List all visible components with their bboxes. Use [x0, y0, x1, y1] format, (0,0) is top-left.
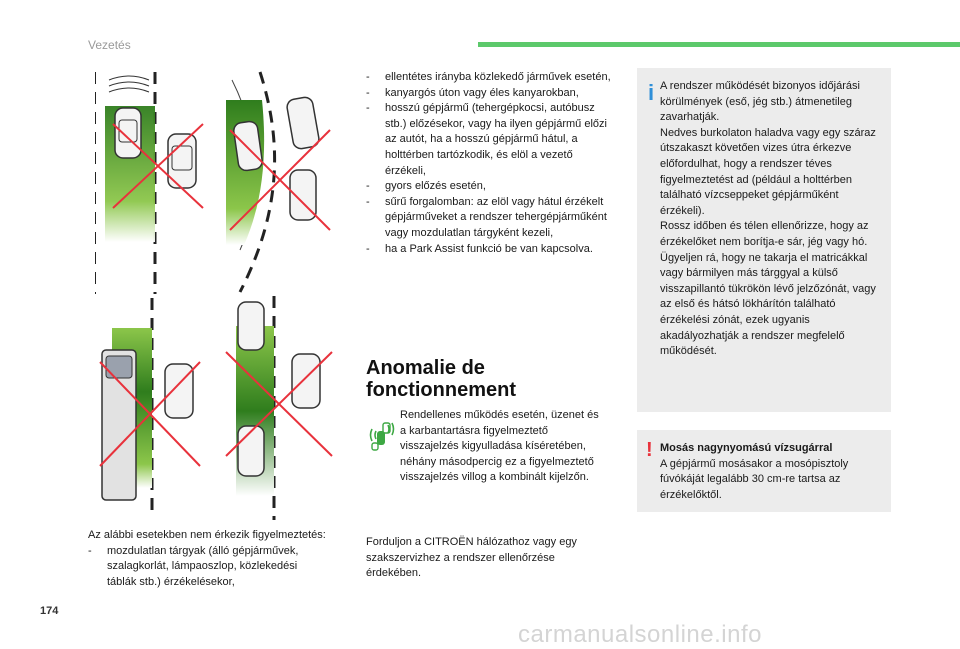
- watermark: carmanualsonline.info: [518, 621, 762, 648]
- car-sensor-diagram-curve: [226, 71, 331, 293]
- caution-content: Mosás nagynyomású vízsugárral A gépjármű…: [660, 441, 885, 503]
- column1-intro: Az alábbi esetekben nem érkezik figyelme…: [88, 529, 326, 541]
- list-item: -ellentétes irányba közlekedő járművek e…: [366, 71, 611, 83]
- blind-spot-warning-icon: [369, 422, 395, 451]
- section-heading: Anomalie de fonctionnement: [366, 357, 516, 401]
- list-item: -mozdulatlan tárgyak (álló gépjárművek, …: [88, 544, 299, 588]
- caution-icon: !: [646, 439, 653, 461]
- list-item: -gyors előzés esetén,: [366, 180, 486, 193]
- column2-list: -ellentétes irányba közlekedő járművek e…: [366, 70, 614, 257]
- caution-text: A gépjármű mosásakor a mosópisztoly fúvó…: [660, 457, 849, 501]
- car-sensor-diagram-straight: [95, 72, 204, 294]
- list-item: -sűrű forgalomban: az elöl vagy hátul ér…: [366, 195, 607, 239]
- list-item: -hosszú gépjármű (tehergépkocsi, autóbus…: [366, 102, 607, 177]
- info-icon: i: [648, 80, 654, 105]
- section-title: Vezetés: [88, 38, 131, 52]
- info-box: [637, 68, 891, 412]
- column1-text: Az alábbi esetekben nem érkezik figyelme…: [88, 528, 328, 590]
- list-item: -ha a Park Assist funkció be van kapcsol…: [366, 242, 593, 255]
- header-accent-bar: [478, 42, 960, 47]
- list-item: -kanyargós úton vagy éles kanyarokban,: [366, 86, 579, 99]
- warning-description: Rendellenes működés esetén, üzenet és a …: [400, 409, 599, 484]
- caution-title: Mosás nagynyomású vízsugárral: [660, 442, 833, 454]
- caution-box: [637, 430, 891, 512]
- car-sensor-diagram-traffic: [225, 296, 333, 520]
- car-sensor-diagram-truck: [99, 298, 201, 518]
- contact-dealer-text: Forduljon a CITROËN hálózathoz vagy egy …: [366, 536, 577, 580]
- info-text: A rendszer működését bizonyos időjárási …: [660, 80, 876, 358]
- page-number: 174: [40, 605, 59, 617]
